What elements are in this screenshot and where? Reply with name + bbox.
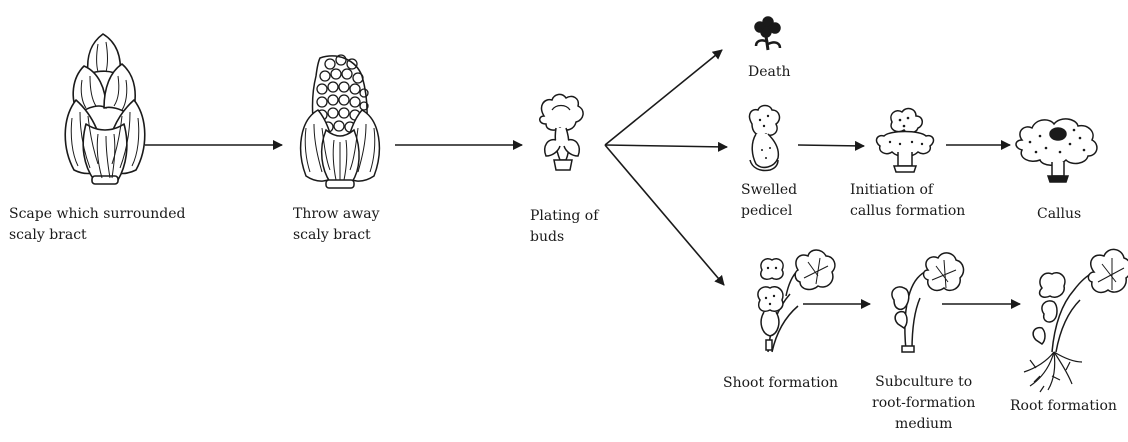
callus-initiation-icon xyxy=(877,109,934,172)
label-scape: Scape which surrounded scaly bract xyxy=(9,204,186,246)
arrow-plating-to-swelled xyxy=(605,145,727,147)
label-plating-line1: Plating of xyxy=(530,206,598,227)
label-subculture-line2: root-formation xyxy=(872,393,975,414)
label-root-line1: Root formation xyxy=(1010,396,1117,417)
label-death: Death xyxy=(748,62,791,83)
label-throw-away-line1: Throw away xyxy=(293,204,380,225)
label-callus: Callus xyxy=(1037,204,1081,225)
callus-icon xyxy=(1016,119,1097,182)
label-shoot-formation: Shoot formation xyxy=(723,373,838,394)
label-swelled-line2: pedicel xyxy=(741,201,797,222)
label-throw-away: Throw away scaly bract xyxy=(293,204,380,246)
label-subculture: Subculture to root-formation medium xyxy=(872,372,975,435)
label-scape-line2: scaly bract xyxy=(9,225,186,246)
plated-bud-icon xyxy=(540,94,583,170)
label-plating-line2: buds xyxy=(530,227,598,248)
label-death-line1: Death xyxy=(748,62,791,83)
label-scape-line1: Scape which surrounded xyxy=(9,204,186,225)
label-callus-line1: Callus xyxy=(1037,204,1081,225)
label-initiation: Initiation of callus formation xyxy=(850,180,965,222)
dead-bud-icon xyxy=(755,17,780,50)
label-shoot-line1: Shoot formation xyxy=(723,373,838,394)
label-initiation-line1: Initiation of xyxy=(850,180,965,201)
peeled-bud-icon xyxy=(301,55,380,188)
label-plating: Plating of buds xyxy=(530,206,598,248)
arrow-swelled-to-initiation xyxy=(798,145,864,146)
label-initiation-line2: callus formation xyxy=(850,201,965,222)
swelled-pedicel-icon xyxy=(750,106,780,171)
scaly-bract-bud-icon xyxy=(65,34,145,184)
shoot-icon xyxy=(758,250,835,352)
label-throw-away-line2: scaly bract xyxy=(293,225,380,246)
label-subculture-line3: medium xyxy=(872,414,975,435)
arrow-plating-to-shoot xyxy=(605,145,724,285)
rooted-plantlet-icon xyxy=(1024,249,1128,392)
arrow-plating-to-death xyxy=(605,50,722,145)
label-subculture-line1: Subculture to xyxy=(872,372,975,393)
label-root-formation: Root formation xyxy=(1010,396,1117,417)
subculture-plantlet-icon xyxy=(892,253,964,352)
label-swelled-line1: Swelled xyxy=(741,180,797,201)
label-swelled-pedicel: Swelled pedicel xyxy=(741,180,797,222)
